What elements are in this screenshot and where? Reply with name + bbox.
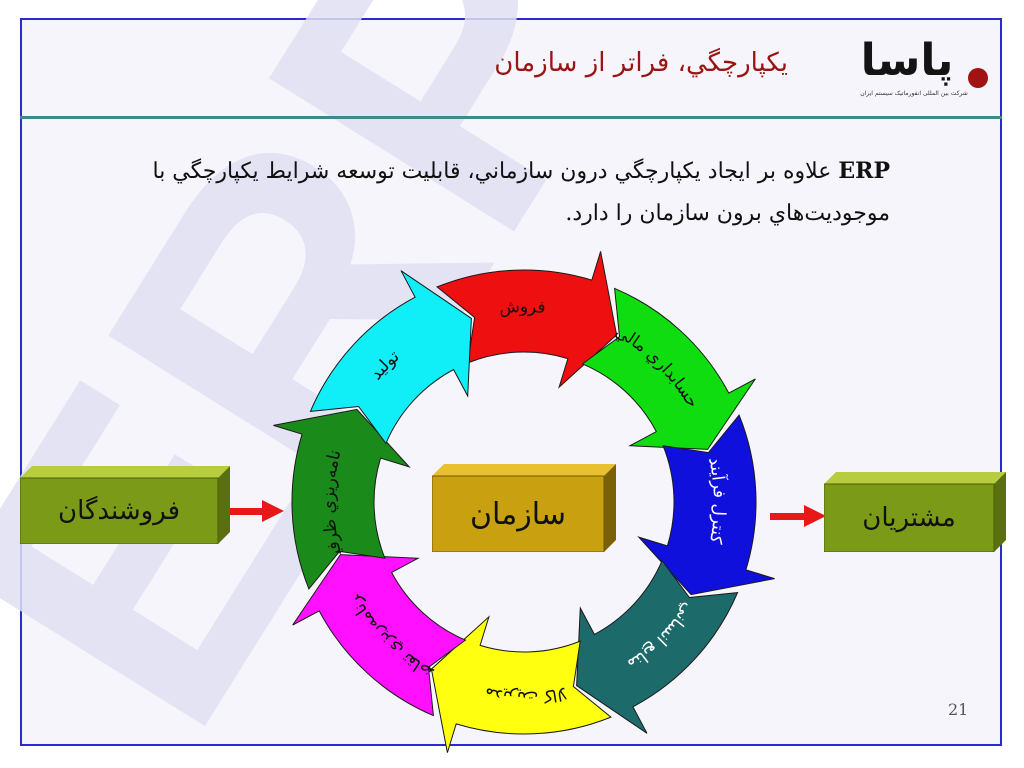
customers-label: مشتريان [862, 503, 956, 533]
right-arrow-icon [770, 505, 826, 527]
logo-wordmark: پاسا [860, 35, 954, 86]
logo-subtitle: شرکت بین المللی انفورماتیک سیستم ایران [860, 90, 968, 97]
cycle-arrow-demand [292, 554, 467, 717]
cycle-arrow-hr [576, 559, 739, 734]
cycle-arrow-process [637, 414, 775, 596]
company-logo: پاسا شرکت بین المللی انفورماتیک سیستم ای… [844, 32, 988, 104]
organization-box: سازمان [432, 464, 616, 552]
intro-line-1: ERP علاوه بر ايجاد يكپارچگي درون سازماني… [80, 150, 890, 193]
cycle-arrow-inventory [430, 615, 612, 753]
cycle-arrow-capacity [273, 408, 411, 590]
header-divider [20, 116, 1002, 119]
cycle-arrow-accounting [581, 287, 756, 450]
page-number: 21 [948, 700, 969, 719]
intro-paragraph: ERP علاوه بر ايجاد يكپارچگي درون سازماني… [80, 150, 890, 235]
slide-frame [20, 18, 1002, 746]
suppliers-box: فروشندگان [20, 466, 230, 544]
logo-dot-icon [968, 68, 988, 88]
intro-line-2: موجوديت‌هاي برون سازمان را دارد. [565, 201, 890, 226]
customers-box: مشتريان [824, 472, 1006, 552]
slide-title: يكپارچگي، فراتر از سازمان [494, 48, 788, 78]
erp-acronym: ERP [838, 158, 890, 184]
organization-label: سازمان [470, 496, 567, 532]
left-arrow-icon [230, 500, 284, 522]
suppliers-label: فروشندگان [58, 496, 181, 526]
cycle-arrow-sales [436, 251, 618, 389]
cycle-label-sales: فروش [498, 297, 546, 319]
intro-line-1-text: علاوه بر ايجاد يكپارچگي درون سازماني، قا… [152, 159, 839, 184]
cycle-arrow-production [309, 270, 472, 445]
